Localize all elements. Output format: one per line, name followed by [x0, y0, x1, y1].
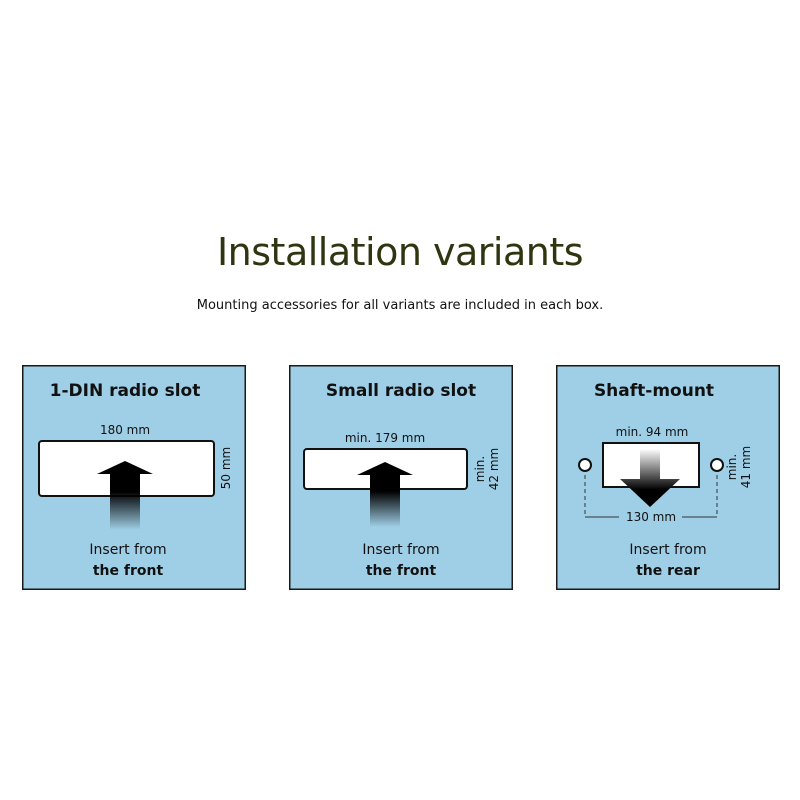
width-label: min. 94 mm: [616, 425, 689, 439]
panel-heading: 1-DIN radio slot: [50, 381, 201, 401]
arrow-up-icon: [357, 462, 413, 527]
height-label-line1: min.: [725, 454, 739, 480]
insert-line2: the front: [93, 563, 164, 579]
insert-line2: the front: [366, 563, 437, 579]
dimension-guides: [584, 475, 718, 517]
spacing-label: 130 mm: [626, 510, 676, 524]
panel-small-radio: Small radio slot min. 179 mm min. 42 mm …: [289, 365, 513, 590]
arrow-up-icon: [97, 461, 153, 530]
height-label: 50 mm: [219, 447, 233, 489]
insert-line2: the rear: [636, 563, 700, 579]
page-subtitle: Mounting accessories for all variants ar…: [196, 298, 604, 313]
width-label: 180 mm: [100, 423, 150, 437]
height-label-line2: 42 mm: [487, 448, 501, 490]
insert-line1: Insert from: [89, 542, 166, 558]
insert-line1: Insert from: [362, 542, 439, 558]
mounting-hole-left: [578, 458, 592, 472]
panel-heading: Shaft-mount: [594, 381, 714, 401]
width-label: min. 179 mm: [345, 431, 425, 445]
height-label-line2: 41 mm: [739, 446, 753, 488]
insert-line1: Insert from: [629, 542, 706, 558]
page-title: Installation variants: [216, 230, 584, 274]
panel-1din: 1-DIN radio slot 180 mm 50 mm Insert fro…: [22, 365, 246, 590]
height-label-line1: min.: [473, 456, 487, 482]
panel-heading: Small radio slot: [326, 381, 476, 401]
panel-shaft-mount: Shaft-mount min. 94 mm min. 41 mm 130 mm…: [556, 365, 780, 590]
arrow-down-icon: [620, 449, 680, 507]
mounting-hole-right: [710, 458, 724, 472]
